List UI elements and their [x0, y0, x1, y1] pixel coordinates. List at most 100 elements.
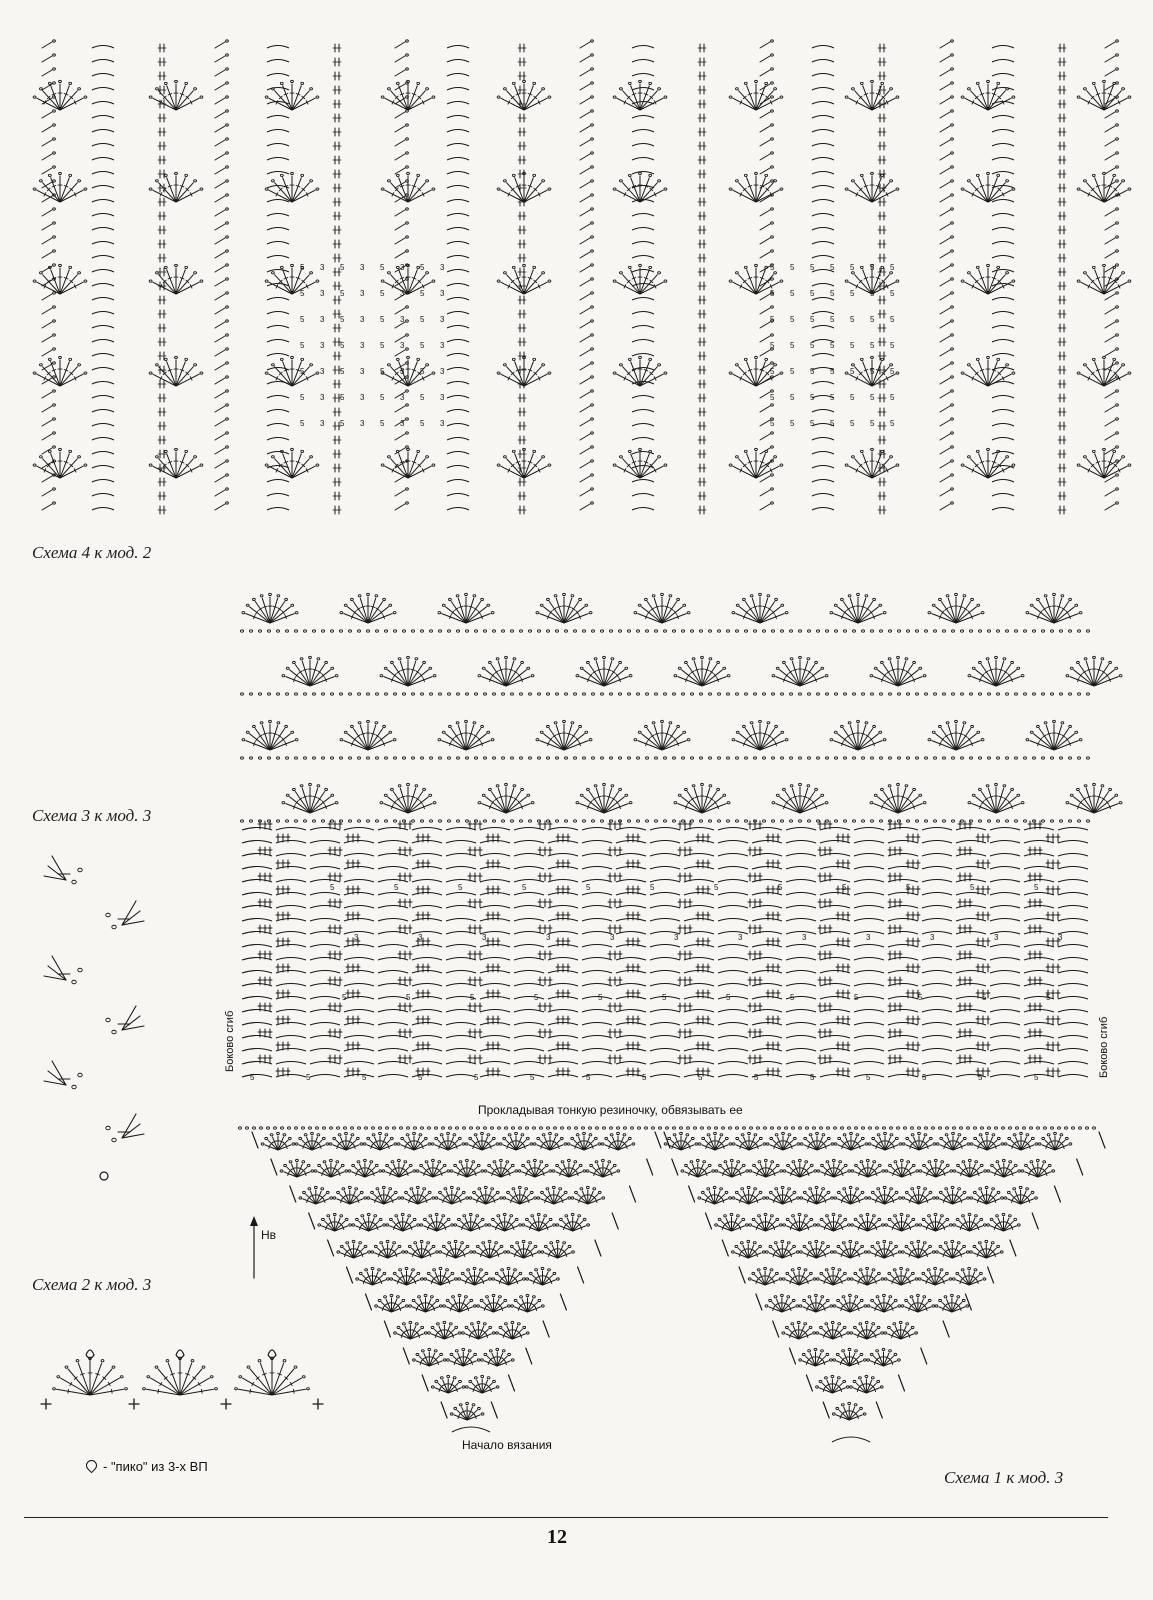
- svg-text:5: 5: [420, 341, 425, 350]
- elastic-note: Прокладывая тонкую резиночку, обвязывать…: [478, 1103, 743, 1117]
- svg-text:5: 5: [810, 341, 815, 350]
- svg-text:5: 5: [850, 315, 855, 324]
- svg-text:3: 3: [440, 289, 445, 298]
- svg-text:5: 5: [770, 367, 775, 376]
- svg-text:5: 5: [420, 419, 425, 428]
- svg-text:5: 5: [300, 419, 305, 428]
- bottom-rule: [24, 1517, 1108, 1518]
- svg-text:5: 5: [420, 315, 425, 324]
- svg-text:5: 5: [830, 289, 835, 298]
- svg-text:3: 3: [360, 315, 365, 324]
- svg-text:5: 5: [380, 341, 385, 350]
- svg-text:5: 5: [340, 367, 345, 376]
- svg-text:3: 3: [360, 289, 365, 298]
- svg-text:5: 5: [770, 289, 775, 298]
- svg-text:5: 5: [790, 263, 795, 272]
- svg-text:3: 3: [360, 419, 365, 428]
- svg-text:5: 5: [890, 263, 895, 272]
- side-fold-label-right: Боково сгиб: [1098, 1016, 1110, 1078]
- svg-text:5: 5: [420, 263, 425, 272]
- svg-text:5: 5: [790, 419, 795, 428]
- svg-text:3: 3: [360, 341, 365, 350]
- svg-text:5: 5: [850, 263, 855, 272]
- svg-text:3: 3: [440, 367, 445, 376]
- svg-text:5: 5: [420, 393, 425, 402]
- svg-text:5: 5: [870, 315, 875, 324]
- svg-text:3: 3: [360, 367, 365, 376]
- pico-legend: - "пико" из 3-х ВП: [83, 1457, 208, 1474]
- svg-text:3: 3: [440, 393, 445, 402]
- svg-text:3: 3: [320, 419, 325, 428]
- svg-text:5: 5: [830, 341, 835, 350]
- svg-text:5: 5: [870, 419, 875, 428]
- svg-text:5: 5: [890, 341, 895, 350]
- svg-text:5: 5: [770, 393, 775, 402]
- svg-text:5: 5: [850, 419, 855, 428]
- svg-text:3: 3: [320, 367, 325, 376]
- svg-text:5: 5: [790, 341, 795, 350]
- svg-text:5: 5: [420, 367, 425, 376]
- svg-text:5: 5: [810, 289, 815, 298]
- svg-text:3: 3: [360, 393, 365, 402]
- svg-text:5: 5: [870, 341, 875, 350]
- svg-text:5: 5: [890, 393, 895, 402]
- svg-text:3: 3: [440, 419, 445, 428]
- svg-text:3: 3: [400, 419, 405, 428]
- svg-text:3: 3: [320, 315, 325, 324]
- svg-text:5: 5: [870, 263, 875, 272]
- svg-text:5: 5: [850, 393, 855, 402]
- svg-text:5: 5: [380, 367, 385, 376]
- svg-text:3: 3: [400, 393, 405, 402]
- svg-text:5: 5: [380, 393, 385, 402]
- svg-text:5: 5: [870, 289, 875, 298]
- start-label: Начало вязания: [462, 1438, 552, 1452]
- svg-text:5: 5: [340, 289, 345, 298]
- svg-text:5: 5: [300, 263, 305, 272]
- svg-text:5: 5: [770, 315, 775, 324]
- svg-text:5: 5: [810, 367, 815, 376]
- svg-text:5: 5: [870, 367, 875, 376]
- svg-text:5: 5: [300, 393, 305, 402]
- svg-text:5: 5: [890, 367, 895, 376]
- svg-text:5: 5: [340, 393, 345, 402]
- svg-text:5: 5: [340, 263, 345, 272]
- caption-schema-4: Схема 4 к мод. 2: [32, 543, 152, 562]
- svg-text:3: 3: [440, 315, 445, 324]
- svg-text:5: 5: [810, 263, 815, 272]
- svg-text:5: 5: [830, 367, 835, 376]
- svg-text:5: 5: [890, 419, 895, 428]
- svg-text:3: 3: [400, 341, 405, 350]
- caption-schema-2: Схема 2 к мод. 3: [32, 1275, 152, 1294]
- svg-text:5: 5: [830, 315, 835, 324]
- caption-schema-1: Схема 1 к мод. 3: [944, 1468, 1064, 1487]
- svg-text:5: 5: [380, 289, 385, 298]
- svg-text:5: 5: [300, 341, 305, 350]
- svg-text:5: 5: [770, 341, 775, 350]
- caption-schema-3: Схема 3 к мод. 3: [32, 806, 152, 825]
- side-fold-label-left: Боково сгиб: [224, 1010, 236, 1072]
- pico-symbol-icon: [83, 1457, 100, 1474]
- svg-text:5: 5: [340, 341, 345, 350]
- svg-text:3: 3: [320, 341, 325, 350]
- svg-text:5: 5: [420, 289, 425, 298]
- svg-text:5: 5: [830, 263, 835, 272]
- svg-text:3: 3: [320, 289, 325, 298]
- svg-text:5: 5: [810, 315, 815, 324]
- svg-text:5: 5: [810, 419, 815, 428]
- svg-text:5: 5: [790, 315, 795, 324]
- svg-text:5: 5: [890, 289, 895, 298]
- svg-text:5: 5: [770, 263, 775, 272]
- svg-text:5: 5: [300, 315, 305, 324]
- svg-text:5: 5: [770, 419, 775, 428]
- svg-text:3: 3: [360, 263, 365, 272]
- svg-text:5: 5: [380, 315, 385, 324]
- svg-text:5: 5: [870, 393, 875, 402]
- svg-text:5: 5: [790, 367, 795, 376]
- svg-text:5: 5: [300, 289, 305, 298]
- svg-text:3: 3: [440, 263, 445, 272]
- svg-text:5: 5: [380, 419, 385, 428]
- direction-label: Нв: [261, 1228, 277, 1242]
- svg-text:5: 5: [790, 289, 795, 298]
- svg-text:5: 5: [850, 289, 855, 298]
